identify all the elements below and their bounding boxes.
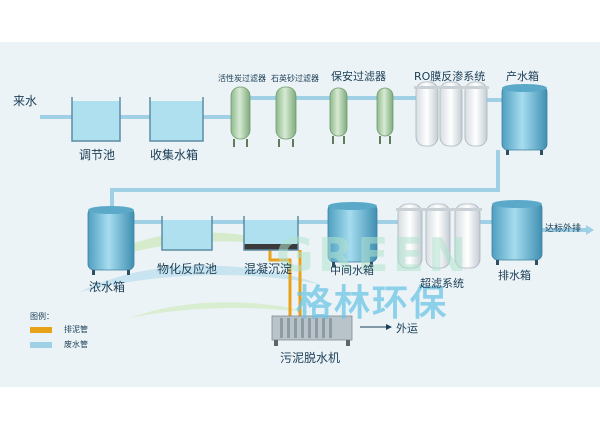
label-middle-tank: 中间水箱 [330, 264, 374, 277]
physchem-tank [161, 216, 213, 251]
watermark-brand: 格林环保 [296, 283, 449, 324]
legend-item-sludge: 排泥管 [30, 324, 88, 335]
label-drain-tank: 排水箱 [498, 269, 531, 282]
legend-title: 图例： [30, 312, 54, 321]
label-transport-out: 外运 [396, 322, 418, 335]
label-physchem-tank: 物化反应池 [157, 262, 218, 276]
label-product-tank: 产水箱 [506, 70, 539, 83]
collection-tank [149, 97, 204, 142]
drain-tank [491, 200, 543, 265]
label-quartz-sand-filter: 石英砂过滤器 [271, 74, 319, 83]
coagulation-tank [243, 216, 299, 251]
legend-item-wastewater: 废水管 [30, 339, 88, 350]
quartz-sand-filter [275, 86, 297, 147]
security-filter-2 [376, 87, 394, 144]
arrow-discharge [586, 225, 594, 235]
label-collection-tank: 收集水箱 [150, 148, 199, 162]
label-uf-system: 超滤系统 [420, 277, 464, 290]
legend-label-sludge: 排泥管 [64, 325, 88, 334]
label-inflow: 来水 [13, 94, 38, 108]
water-pipes [40, 96, 588, 232]
activated-carbon-filter [230, 86, 251, 147]
label-discharge: 达标外排 [545, 224, 582, 234]
regulating-tank [71, 97, 121, 142]
product-tank [501, 84, 548, 155]
middle-tank [327, 202, 378, 267]
pipe-to-concentrate [110, 150, 500, 210]
transport-arrow [360, 324, 392, 330]
label-coagulation-tank: 混凝沉淀 [244, 262, 293, 276]
watermark-green: GREEN [276, 228, 471, 282]
label-security-filter: 保安过滤器 [331, 70, 386, 83]
legend-label-wastewater: 废水管 [64, 340, 88, 349]
security-filter-1 [329, 87, 348, 144]
uf-system [396, 203, 482, 269]
concentrate-tank [87, 206, 135, 275]
legend-swatch-wastewater [30, 341, 52, 348]
label-activated-carbon-filter: 活性炭过滤器 [218, 74, 266, 83]
legend-swatch-sludge [30, 326, 52, 333]
label-sludge-dewatering: 污泥脱水机 [280, 351, 341, 365]
label-regulating-tank: 调节池 [79, 148, 116, 162]
label-concentrate-tank: 浓水箱 [89, 280, 126, 294]
ro-membrane-system [414, 81, 489, 147]
sludge-dewatering-machine [271, 315, 353, 346]
label-ro-system: RO膜反渗系统 [414, 70, 486, 83]
